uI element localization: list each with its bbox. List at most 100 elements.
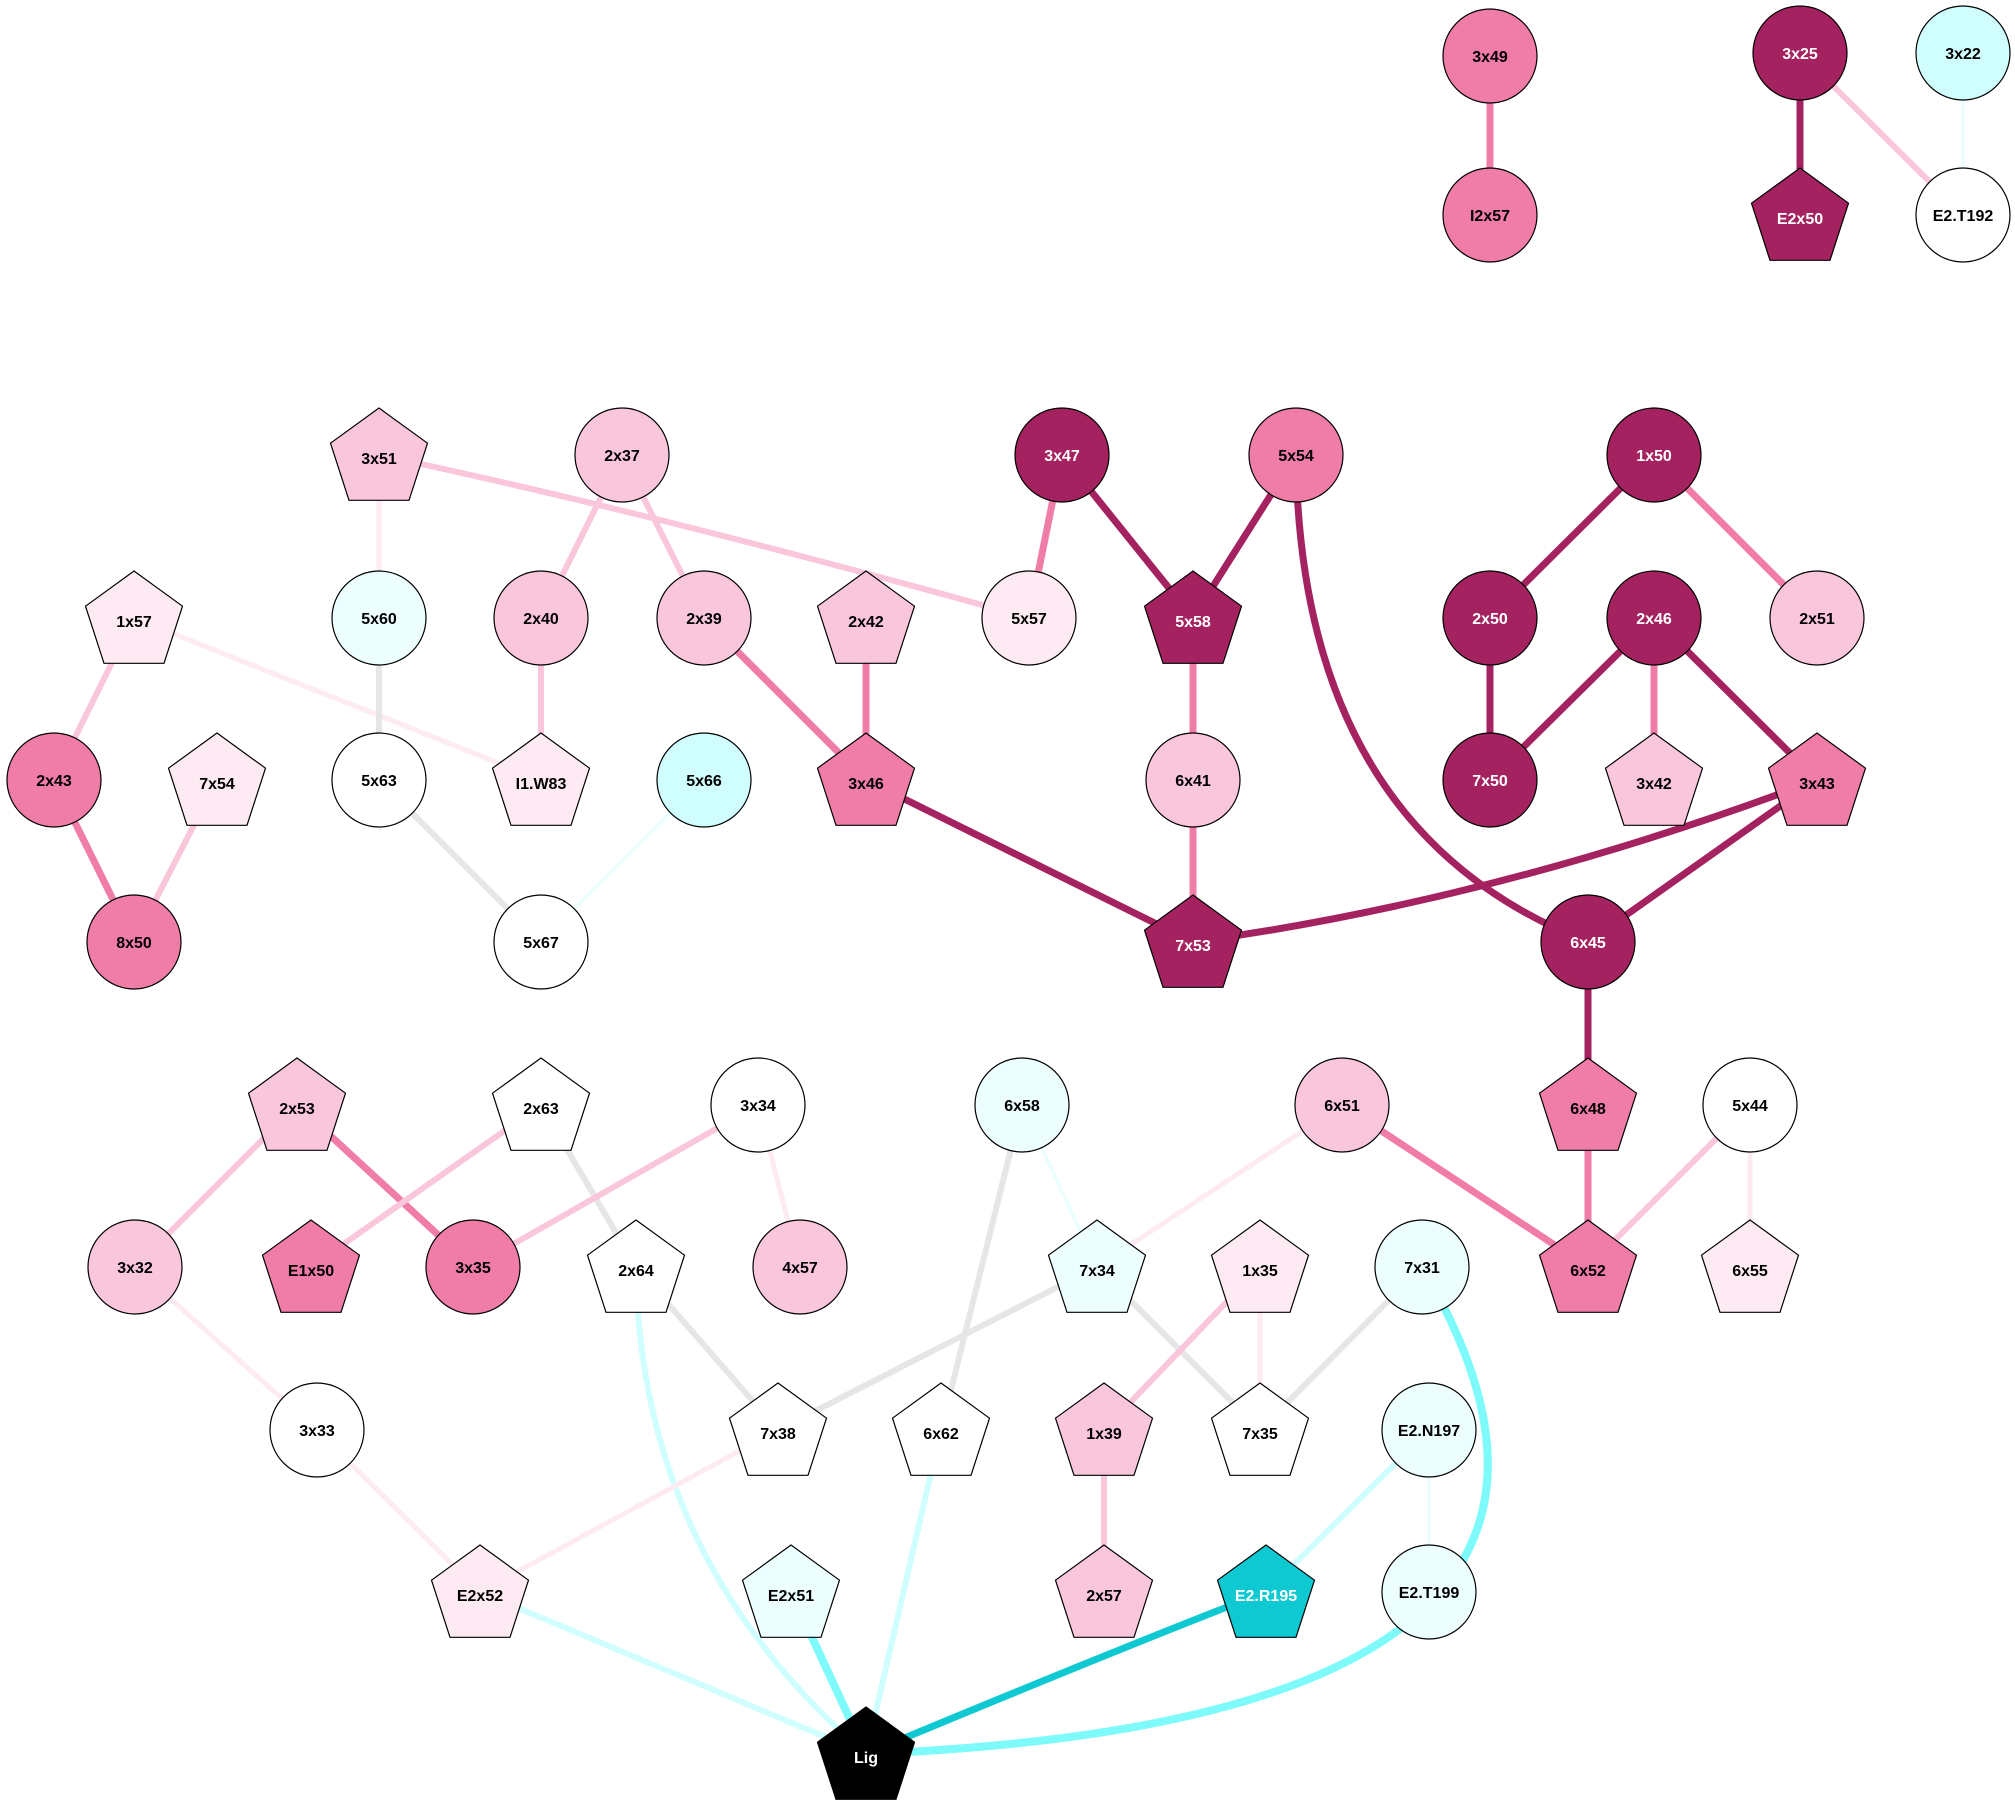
node-2x63: 2x63 [491,1057,591,1151]
edge-layer [50,49,1966,1758]
node-label: 3x43 [1799,776,1835,793]
node-circle [6,732,102,828]
edge-3x43-7x53 [1189,776,1821,946]
node-circle [1769,570,1865,666]
node-label: E2x51 [768,1588,814,1605]
node-2x42: 2x42 [816,570,916,664]
node-3x33: 3x33 [269,1382,365,1478]
node-circle [1442,732,1538,828]
node-label: 6x55 [1732,1263,1768,1280]
node-5x66: 5x66 [656,732,752,828]
node-3x22: 3x22 [1915,5,2011,101]
node-2x40: 2x40 [493,570,589,666]
node-1x57: 1x57 [84,570,184,664]
node-circle [1702,1057,1798,1153]
node-3x25: 3x25 [1752,5,1848,101]
node-6x62: 6x62 [891,1382,991,1476]
node-circle [1540,894,1636,990]
node-5x58: 5x58 [1143,570,1243,664]
node-circle [710,1057,806,1153]
node-label: E2.T192 [1933,208,1994,225]
edge-2x64-Lig [633,1264,869,1757]
node-3x42: 3x42 [1604,732,1704,826]
node-2x57: 2x57 [1054,1544,1154,1638]
node-label: 2x57 [1086,1588,1122,1605]
node-label: 7x31 [1404,1260,1440,1277]
node-1x35: 1x35 [1210,1219,1310,1313]
node-label: E2x50 [1777,211,1823,228]
edge-7x34-7x38 [775,1264,1100,1433]
node-3x47: 3x47 [1014,407,1110,503]
node-pentagon [1210,1219,1310,1313]
node-circle [1915,167,2011,263]
edge-2x63-E1x50 [308,1102,544,1270]
node-label: 3x47 [1044,448,1080,465]
node-label: 2x51 [1799,611,1835,628]
node-label: 2x50 [1472,611,1508,628]
node-4x57: 4x57 [752,1219,848,1315]
node-pentagon [430,1544,530,1638]
node-label: 6x58 [1004,1098,1040,1115]
node-pentagon [1700,1219,1800,1313]
node-label: E2x52 [457,1588,503,1605]
node-2x50: 2x50 [1442,570,1538,666]
node-circle [1248,407,1344,503]
node-6x55: 6x55 [1700,1219,1800,1313]
node-E2x51: E2x51 [741,1544,841,1638]
node-circle [1752,5,1848,101]
node-label: I1.W83 [516,776,567,793]
node-2x37: 2x37 [574,407,670,503]
node-2x39: 2x39 [656,570,752,666]
node-circle [86,894,182,990]
node-7x31: 7x31 [1374,1219,1470,1315]
node-label: 5x54 [1278,448,1314,465]
node-pentagon [1767,732,1867,826]
node-7x35: 7x35 [1210,1382,1310,1476]
node-circle [1442,570,1538,666]
edge-3x51-5x57 [376,452,1032,621]
node-label: 2x64 [618,1263,654,1280]
node-label: E2.T199 [1399,1585,1460,1602]
node-2x53: 2x53 [247,1057,347,1151]
node-label: 5x63 [361,773,397,790]
node-7x34: 7x34 [1047,1219,1147,1313]
node-label: E1x50 [288,1263,334,1280]
node-label: 1x35 [1242,1263,1278,1280]
node-E2.T192: E2.T192 [1915,167,2011,263]
node-8x50: 8x50 [86,894,182,990]
node-2x51: 2x51 [1769,570,1865,666]
node-3x34: 3x34 [710,1057,806,1153]
node-circle [1145,732,1241,828]
node-label: E2.R195 [1235,1588,1297,1605]
edge-5x54-6x45 [1292,451,1592,946]
node-7x54: 7x54 [167,732,267,826]
node-label: 1x50 [1636,448,1672,465]
node-circle [1381,1382,1477,1478]
node-pentagon [816,570,916,664]
node-pentagon [891,1382,991,1476]
node-6x58: 6x58 [974,1057,1070,1153]
node-label: 3x35 [455,1260,491,1277]
node-label: 5x58 [1175,614,1211,631]
node-label: 7x53 [1175,938,1211,955]
node-circle [87,1219,183,1315]
node-label: 2x63 [523,1101,559,1118]
node-3x51: 3x51 [329,407,429,501]
node-7x53: 7x53 [1143,894,1243,988]
node-label: 2x42 [848,614,884,631]
edge-6x58-6x62 [938,1102,1025,1433]
node-label: 6x51 [1324,1098,1360,1115]
edge-E2x52-Lig [477,1589,869,1757]
edge-6x51-6x52 [1338,1101,1592,1271]
edge-7x38-E2x52 [477,1427,781,1595]
node-label: 7x54 [199,776,235,793]
node-6x51: 6x51 [1294,1057,1390,1153]
node-7x50: 7x50 [1442,732,1538,828]
node-label: 6x48 [1570,1101,1606,1118]
node-label: 3x51 [361,451,397,468]
node-pentagon [728,1382,828,1476]
node-pentagon [261,1219,361,1313]
node-3x32: 3x32 [87,1219,183,1315]
node-I1.W83: I1.W83 [491,732,591,826]
node-circle [1374,1219,1470,1315]
